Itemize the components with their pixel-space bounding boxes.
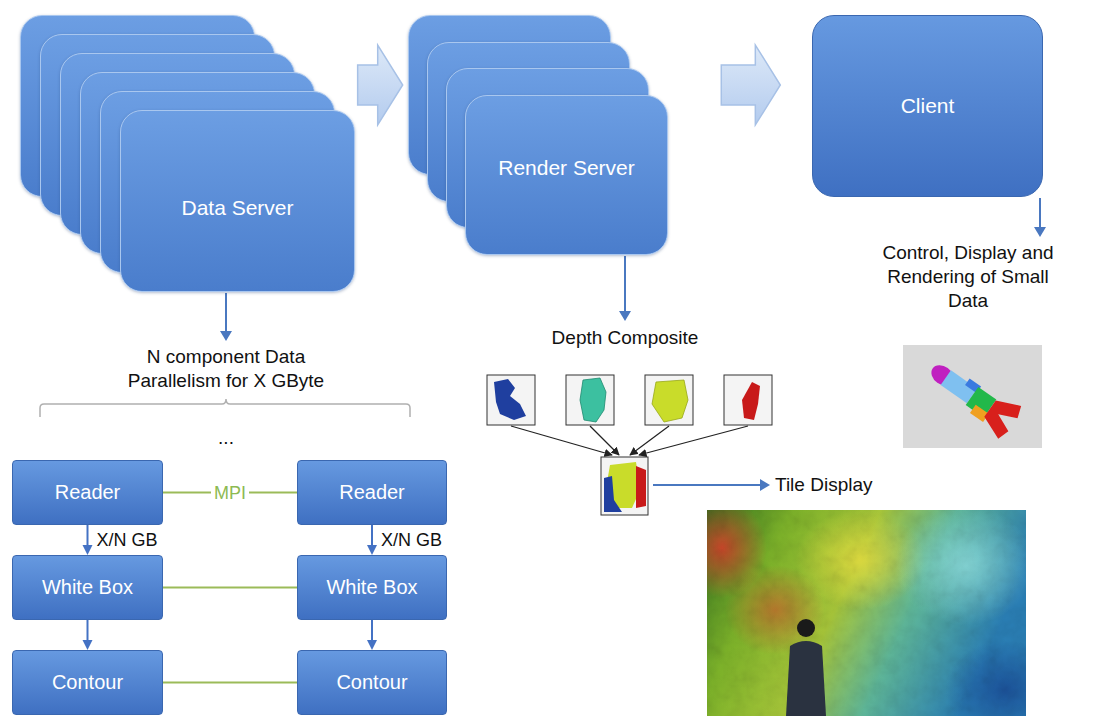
merge-arrows xyxy=(511,426,748,455)
rocket-fins xyxy=(979,392,1025,441)
white-box: White Box xyxy=(297,555,447,620)
arrow-head xyxy=(220,331,232,341)
node-label: Contour xyxy=(336,671,407,694)
merge-arrow xyxy=(511,426,612,455)
block-arrow-shape xyxy=(358,45,403,125)
flow-line xyxy=(87,620,89,641)
blue-part xyxy=(604,476,622,512)
connector xyxy=(163,587,297,588)
mpi-line xyxy=(163,587,297,589)
text-label: Tile Display xyxy=(775,473,873,497)
text-label: N component Data Parallelism for X GByte xyxy=(111,345,341,393)
arrow-head xyxy=(367,545,377,555)
block-arrow xyxy=(721,45,780,125)
image-frame xyxy=(487,375,535,425)
edge-label: X/N GB xyxy=(381,529,442,551)
block-arrow-shape xyxy=(721,45,780,125)
image-frame xyxy=(645,375,693,425)
pointer-line xyxy=(225,293,227,331)
image-ground xyxy=(903,345,1042,448)
blue-part xyxy=(494,379,526,420)
photo-ground xyxy=(707,510,1026,716)
text-label: ... xyxy=(218,426,234,450)
arrow-head xyxy=(760,479,770,491)
graphic-part xyxy=(921,352,1024,441)
mpi-line xyxy=(163,682,297,684)
depth-images xyxy=(487,375,772,515)
client-box: Client xyxy=(812,15,1043,197)
person-head xyxy=(797,619,815,637)
brace-bracket xyxy=(40,399,410,417)
render-server-stack: Render Server xyxy=(408,15,668,255)
merge-arrow xyxy=(639,426,748,455)
node-label: Data Server xyxy=(181,196,293,220)
node-label: White Box xyxy=(42,576,133,599)
data-server-stack: Data Server xyxy=(20,15,355,292)
composite-frame xyxy=(601,457,648,515)
text-label: Depth Composite xyxy=(552,326,699,350)
arrow-head xyxy=(367,640,377,650)
flow-line xyxy=(371,525,373,546)
connector xyxy=(367,620,377,650)
node-label: White Box xyxy=(326,576,417,599)
flow-line xyxy=(371,620,373,641)
node-label: Reader xyxy=(55,481,121,504)
edge-label: X/N GB xyxy=(97,529,158,551)
image-frame xyxy=(566,375,614,425)
server-card: Data Server xyxy=(120,110,355,292)
block-arrow xyxy=(358,45,403,125)
rocket-image xyxy=(903,345,1042,448)
photo-texture xyxy=(707,510,1026,716)
merge-arrow xyxy=(630,426,669,455)
reader-box: Reader xyxy=(12,460,163,525)
teal-part xyxy=(580,378,606,422)
server-card: Render Server xyxy=(465,95,668,255)
arrow-head xyxy=(619,311,631,321)
arrow-head xyxy=(83,545,93,555)
reader-box: Reader xyxy=(297,460,447,525)
connector xyxy=(367,525,377,555)
edge-label: MPI xyxy=(211,482,249,504)
text-label: Control, Display and Rendering of Small … xyxy=(868,241,1068,313)
contour-box: Contour xyxy=(297,650,447,715)
yellow-part xyxy=(652,380,688,422)
tile-display-photo xyxy=(707,510,1026,716)
flow-line xyxy=(87,525,89,546)
red-part xyxy=(742,382,760,420)
contour-box: Contour xyxy=(12,650,163,715)
node-label: Render Server xyxy=(498,156,635,180)
arrow-head xyxy=(1034,227,1046,237)
arrow-head xyxy=(83,640,93,650)
white-box: White Box xyxy=(12,555,163,620)
person-body xyxy=(786,641,826,716)
pointer-line xyxy=(624,256,626,311)
image-frame xyxy=(724,375,772,425)
merge-arrow xyxy=(590,426,619,455)
connector xyxy=(83,620,93,650)
connector xyxy=(83,525,93,555)
node-label: Contour xyxy=(52,671,123,694)
pointer-line xyxy=(1039,198,1041,227)
pointer-line xyxy=(653,484,760,486)
red-part xyxy=(636,466,646,508)
connector xyxy=(163,682,297,683)
node-label: Reader xyxy=(339,481,405,504)
node-label: Client xyxy=(901,94,955,118)
